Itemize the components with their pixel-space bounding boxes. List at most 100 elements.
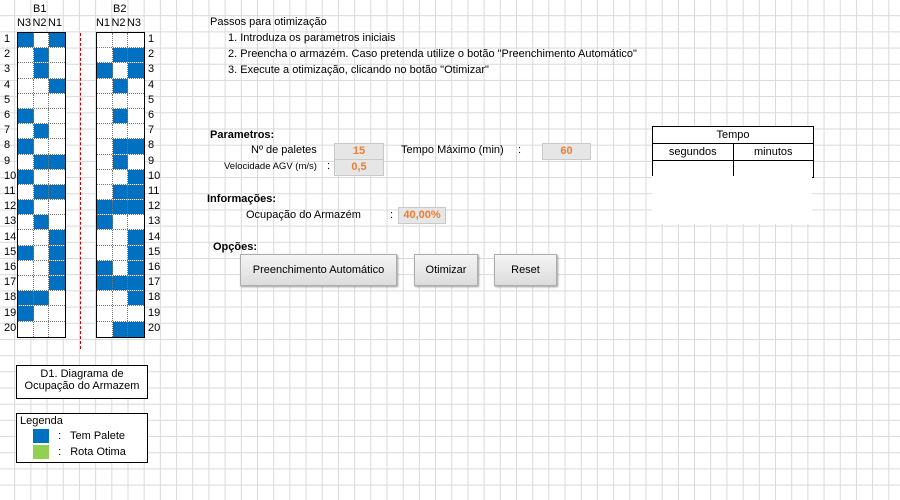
rack-cell-occupied[interactable] [33, 154, 49, 169]
rack-cell-empty[interactable] [49, 170, 65, 184]
paletes-value-field[interactable]: 15 [334, 143, 384, 160]
rack-cell-occupied[interactable] [33, 124, 49, 139]
rack-cell-empty[interactable] [97, 108, 113, 124]
rack-cell-occupied[interactable] [128, 139, 144, 154]
rack-cell-empty[interactable] [113, 291, 128, 306]
rack-cell-empty[interactable] [113, 33, 128, 48]
rack-cell-empty[interactable] [18, 260, 34, 275]
rack-cell-occupied[interactable] [33, 291, 49, 306]
rack-cell-occupied[interactable] [128, 230, 144, 245]
rack-cell-empty[interactable] [97, 48, 113, 63]
rack-cell-occupied[interactable] [128, 184, 144, 200]
rack-cell-empty[interactable] [113, 260, 128, 275]
rack-cell-empty[interactable] [49, 109, 65, 123]
rack-cell-occupied[interactable] [112, 48, 128, 63]
rack-cell-empty[interactable] [97, 93, 113, 108]
rack-cell-empty[interactable] [113, 230, 128, 245]
rack-cell-empty[interactable] [49, 124, 65, 138]
rack-cell-occupied[interactable] [112, 154, 128, 169]
rack-cell-occupied[interactable] [112, 184, 128, 200]
rack-cell-occupied[interactable] [112, 139, 128, 154]
rack-cell-empty[interactable] [128, 215, 144, 229]
rack-cell-empty[interactable] [18, 154, 34, 169]
rack-cell-empty[interactable] [97, 184, 113, 200]
rack-cell-empty[interactable] [18, 276, 34, 291]
rack-cell-occupied[interactable] [49, 154, 65, 169]
rack-cell-occupied[interactable] [49, 184, 65, 200]
rack-cell-empty[interactable] [49, 48, 65, 62]
rack-cell-empty[interactable] [49, 306, 65, 320]
rack-cell-occupied[interactable] [128, 276, 144, 291]
rack-cell-empty[interactable] [34, 276, 49, 291]
rack-cell-empty[interactable] [97, 169, 113, 184]
rack-cell-occupied[interactable] [49, 245, 65, 260]
rack-cell-empty[interactable] [34, 169, 49, 184]
rack-cell-occupied[interactable] [128, 260, 144, 275]
rack-cell-occupied[interactable] [49, 78, 65, 93]
rack-cell-occupied[interactable] [18, 306, 34, 321]
rack-cell-empty[interactable] [128, 155, 144, 169]
rack-cell-empty[interactable] [18, 63, 34, 78]
rack-cell-empty[interactable] [49, 215, 65, 229]
rack-cell-empty[interactable] [113, 124, 128, 139]
rack-cell-empty[interactable] [128, 33, 144, 47]
rack-cell-empty[interactable] [97, 291, 113, 306]
rack-cell-empty[interactable] [49, 63, 65, 77]
rack-cell-empty[interactable] [113, 93, 128, 108]
rack-cell-empty[interactable] [34, 108, 49, 124]
rack-cell-occupied[interactable] [18, 33, 34, 48]
rack-cell-occupied[interactable] [18, 108, 34, 124]
rack-cell-empty[interactable] [34, 321, 49, 337]
rack-cell-occupied[interactable] [112, 108, 128, 124]
rack-cell-empty[interactable] [49, 291, 65, 305]
rack-cell-occupied[interactable] [97, 276, 113, 291]
rack-cell-occupied[interactable] [128, 245, 144, 260]
rack-cell-empty[interactable] [49, 322, 65, 337]
rack-cell-empty[interactable] [49, 139, 65, 153]
rack-cell-empty[interactable] [97, 124, 113, 139]
rack-cell-occupied[interactable] [33, 215, 49, 230]
tempo-max-value-field[interactable]: 60 [542, 143, 591, 160]
rack-cell-empty[interactable] [34, 78, 49, 93]
rack-cell-occupied[interactable] [49, 230, 65, 245]
rack-cell-empty[interactable] [97, 33, 113, 48]
rack-cell-occupied[interactable] [33, 184, 49, 200]
rack-cell-empty[interactable] [113, 245, 128, 260]
rack-cell-occupied[interactable] [128, 63, 144, 78]
otimizar-button[interactable]: Otimizar [414, 254, 478, 286]
rack-cell-empty[interactable] [34, 33, 49, 48]
rack-cell-occupied[interactable] [33, 63, 49, 78]
rack-cell-empty[interactable] [49, 200, 65, 214]
rack-cell-empty[interactable] [128, 79, 144, 93]
rack-cell-empty[interactable] [97, 139, 113, 154]
rack-cell-empty[interactable] [97, 306, 113, 321]
rack-cell-empty[interactable] [34, 93, 49, 108]
rack-cell-occupied[interactable] [18, 245, 34, 260]
rack-cell-occupied[interactable] [18, 139, 34, 154]
rack-cell-occupied[interactable] [97, 200, 113, 215]
rack-cell-empty[interactable] [34, 245, 49, 260]
velocidade-value-field[interactable]: 0,5 [334, 159, 384, 176]
rack-cell-empty[interactable] [34, 306, 49, 321]
rack-cell-occupied[interactable] [112, 78, 128, 93]
rack-cell-occupied[interactable] [18, 169, 34, 184]
reset-button[interactable]: Reset [494, 254, 557, 286]
rack-cell-empty[interactable] [97, 154, 113, 169]
rack-cell-occupied[interactable] [49, 260, 65, 275]
rack-cell-empty[interactable] [18, 321, 34, 337]
rack-cell-occupied[interactable] [49, 276, 65, 291]
rack-cell-empty[interactable] [18, 93, 34, 108]
rack-cell-occupied[interactable] [18, 200, 34, 215]
rack-cell-occupied[interactable] [97, 260, 113, 275]
rack-cell-occupied[interactable] [18, 291, 34, 306]
rack-cell-empty[interactable] [49, 94, 65, 108]
rack-cell-occupied[interactable] [112, 321, 128, 337]
rack-cell-empty[interactable] [18, 78, 34, 93]
rack-cell-empty[interactable] [18, 215, 34, 230]
rack-cell-occupied[interactable] [128, 169, 144, 184]
rack-cell-empty[interactable] [34, 230, 49, 245]
rack-cell-occupied[interactable] [128, 321, 144, 337]
rack-cell-occupied[interactable] [128, 48, 144, 63]
rack-cell-empty[interactable] [113, 215, 128, 230]
rack-cell-empty[interactable] [128, 124, 144, 138]
